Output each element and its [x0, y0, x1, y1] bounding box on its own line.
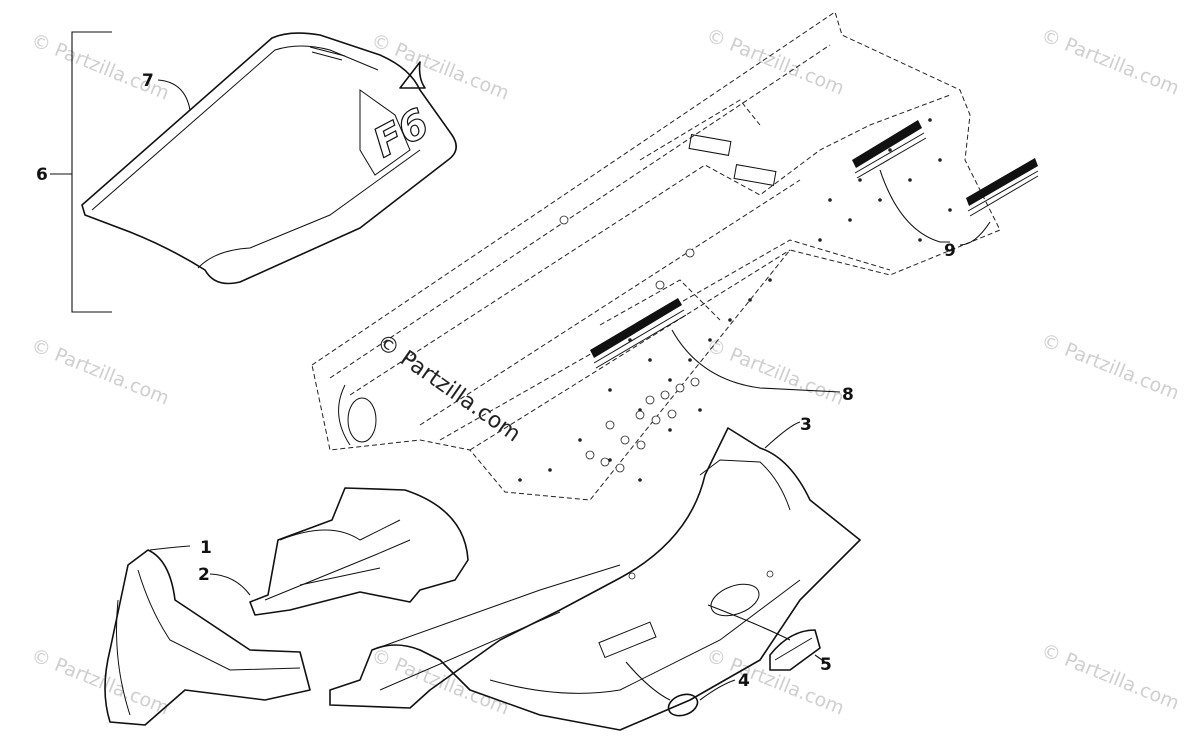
leader-1 [149, 545, 191, 551]
decal-8 [590, 298, 687, 369]
callout-5: 5 [820, 655, 832, 675]
leader-2 [209, 573, 251, 596]
callout-6-bracket [50, 31, 112, 313]
watermark-layer: © Partzilla.com © Partzilla.com © Partzi… [28, 24, 1182, 719]
watermark: © Partzilla.com [28, 644, 172, 719]
watermark: © Partzilla.com [28, 334, 172, 409]
part-5-clip [769, 629, 821, 671]
callout-9: 9 [944, 241, 956, 261]
watermark: © Partzilla.com [1038, 639, 1182, 714]
decal-9a [852, 120, 927, 179]
leader-3 [764, 421, 801, 449]
leader-4b [699, 679, 736, 701]
callout-8: 8 [842, 385, 854, 405]
leader-8 [671, 329, 841, 393]
callout-1: 1 [200, 538, 212, 558]
leader-4a [625, 661, 671, 701]
watermark: © Partzilla.com [1038, 24, 1182, 99]
inner-panel [249, 487, 469, 616]
watermark: © Partzilla.com [368, 29, 512, 104]
chassis-tunnel [311, 11, 1001, 501]
leader-7 [157, 79, 191, 111]
leader-5b [814, 654, 826, 663]
front-bumper [104, 549, 311, 726]
watermark: © Partzilla.com [703, 334, 847, 409]
center-watermark: © Partzilla.com [372, 329, 525, 447]
part-4-plug [667, 693, 699, 717]
callout-6: 6 [36, 165, 48, 185]
callout-2: 2 [198, 565, 210, 585]
seat-logo: F6 [366, 100, 436, 167]
leader-5a [707, 604, 791, 641]
watermark: © Partzilla.com [28, 29, 172, 104]
leader-9b [959, 221, 991, 246]
watermark: © Partzilla.com [703, 24, 847, 99]
belly-pan [329, 427, 861, 731]
watermark: © Partzilla.com [1038, 329, 1182, 404]
leader-9a [879, 169, 950, 243]
callout-7: 7 [142, 71, 154, 91]
callout-4: 4 [738, 671, 750, 691]
decal-9b [966, 158, 1039, 217]
callout-3: 3 [800, 415, 812, 435]
